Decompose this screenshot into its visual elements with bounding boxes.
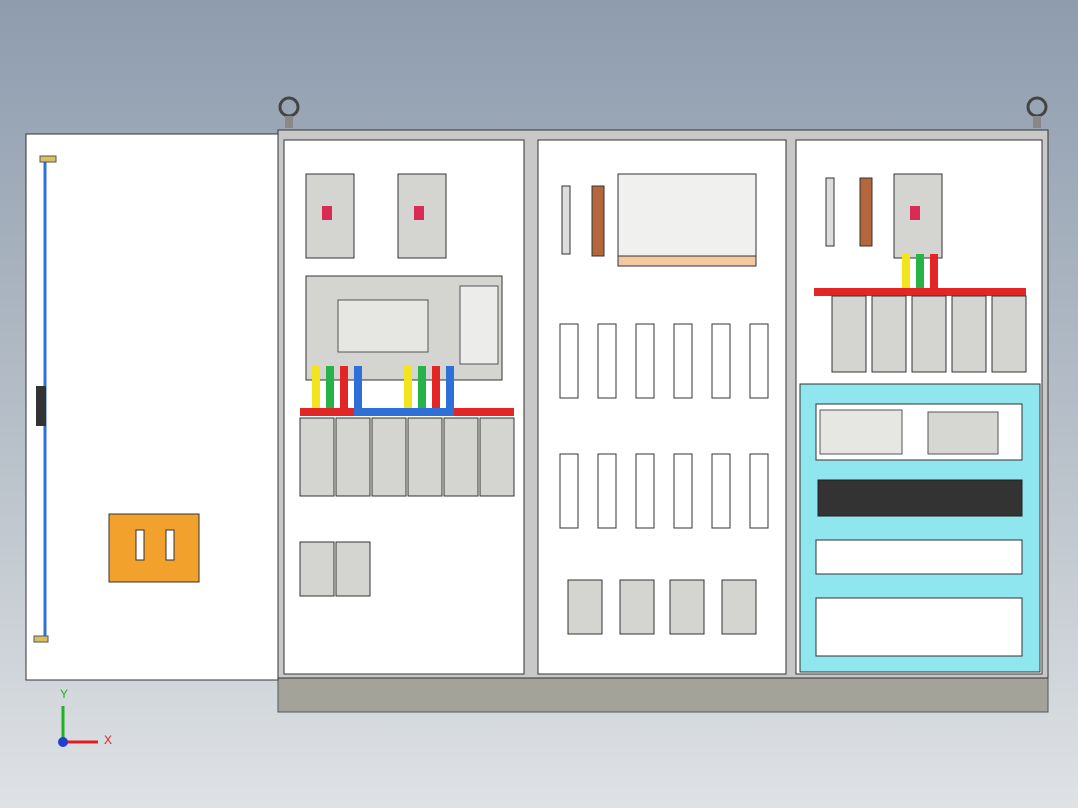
- meter-box: [617, 173, 757, 267]
- axis-x-label: X: [104, 733, 112, 747]
- main-breaker-2: [397, 173, 447, 259]
- open-door: [25, 133, 279, 681]
- transfer-switch: [305, 275, 503, 381]
- fuse-holders-row-2: [559, 453, 769, 529]
- lifting-eye-right: [1026, 96, 1048, 128]
- left-branch-breakers: [299, 417, 515, 497]
- right-vertical-wires: [902, 254, 938, 288]
- main-breaker-1: [305, 173, 355, 259]
- copper-bar-middle: [591, 185, 605, 257]
- main-breaker-right: [893, 173, 943, 259]
- left-lower-breakers: [299, 541, 371, 597]
- axis-y-label: Y: [60, 687, 68, 701]
- middle-lower-breakers: [567, 579, 757, 635]
- copper-bar-right: [859, 177, 873, 247]
- terminal-strip-middle: [561, 185, 571, 255]
- cyan-control-panel: [799, 383, 1041, 673]
- terminal-strip-right: [825, 177, 835, 247]
- door-hinge-top: [39, 155, 57, 163]
- left-busbar: [300, 408, 514, 416]
- right-busbar: [814, 288, 1026, 296]
- door-handle: [36, 386, 46, 426]
- left-vertical-wires: [312, 366, 454, 408]
- orange-socket: [108, 513, 200, 583]
- right-branch-breakers: [831, 295, 1027, 373]
- axis-triad: X Y: [58, 687, 112, 747]
- cabinet-plinth: [277, 677, 1049, 713]
- fuse-holders-row-1: [559, 323, 769, 399]
- lifting-eye-left: [278, 96, 300, 128]
- door-hinge-bottom: [33, 635, 49, 643]
